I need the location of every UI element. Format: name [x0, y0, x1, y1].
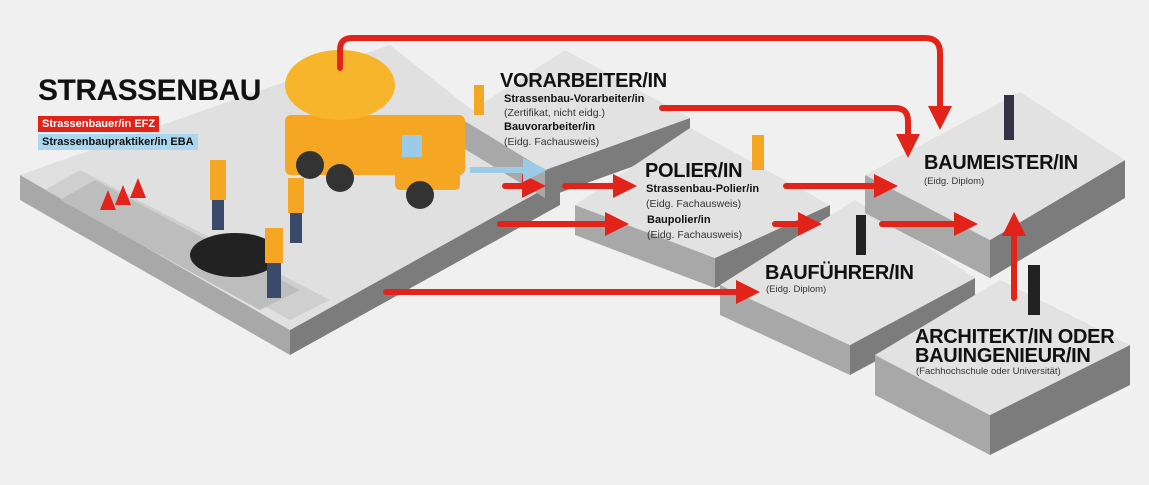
truck-illustration — [285, 50, 465, 209]
arrow-vorarbeiter-baumeister — [659, 105, 920, 158]
badge-eba: Strassenbaupraktiker/in EBA — [38, 134, 198, 150]
baufuehrer-title: BAUFÜHRER/IN — [765, 262, 914, 284]
baumeister-title: BAUMEISTER/IN — [924, 152, 1078, 174]
badge-efz: Strassenbauer/in EFZ — [38, 116, 160, 132]
vorarbeiter-item-2-note: (Eidg. Fachausweis) — [504, 136, 600, 148]
architekt-title-line1: ARCHITEKT/IN ODER — [915, 326, 1115, 348]
vorarbeiter-title: VORARBEITER/IN — [500, 70, 667, 92]
architekt-note: (Fachhochschule oder Universität) — [916, 366, 1061, 377]
vorarbeiter-item-1-note: (Zertifikat, nicht eidg.) — [504, 107, 605, 119]
baufuehrer-note: (Eidg. Diplom) — [766, 284, 827, 295]
polier-item-1-note: (Eidg. Fachausweis) — [646, 198, 742, 210]
polier-item-2-note: (Eidg. Fachausweis) — [647, 229, 743, 241]
polier-title: POLIER/IN — [645, 160, 743, 182]
workers-illustration — [100, 85, 1040, 315]
arrows — [337, 35, 1026, 304]
arrow-strassenbau-baumeister — [337, 35, 952, 130]
architekt-title: ARCHITEKT/IN ODER BAUINGENIEUR/IN — [915, 326, 1115, 367]
slab-baufuehrer — [720, 200, 975, 375]
polier-item-2: Baupolier/in — [647, 214, 711, 226]
page-title: STRASSENBAU — [38, 74, 261, 107]
vorarbeiter-item-1: Strassenbau-Vorarbeiter/in — [504, 93, 645, 105]
baumeister-note: (Eidg. Diplom) — [924, 176, 985, 187]
vorarbeiter-item-2: Bauvorarbeiter/in — [504, 121, 596, 133]
architekt-title-line2: BAUINGENIEUR/IN — [915, 345, 1091, 367]
slab-architekt — [875, 280, 1130, 455]
polier-item-1: Strassenbau-Polier/in — [646, 183, 760, 195]
